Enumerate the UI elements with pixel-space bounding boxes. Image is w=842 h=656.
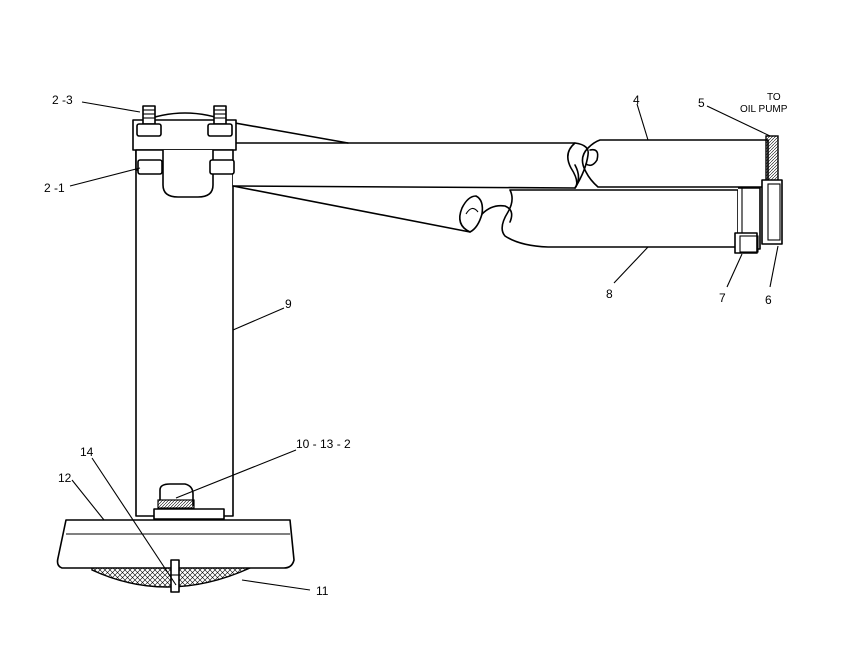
note-oil-pump: OIL PUMP [740,104,788,115]
callout-2-3: 2 -3 [52,93,73,107]
strainer-housing [56,508,295,593]
callout-6: 6 [765,293,772,307]
lower-tube [501,187,761,250]
callout-8: 8 [606,287,613,301]
leader-lines [69,101,779,591]
callout-12: 12 [58,471,72,485]
callout-2-1: 2 -1 [44,181,65,195]
callout-10-13-2: 10 - 13 - 2 [296,437,351,451]
vertical-tube [135,149,234,517]
bottom-bolt [157,483,195,509]
callout-9: 9 [285,297,292,311]
pump-end-fittings [734,135,783,254]
upper-tube [232,139,769,189]
note-to: TO [767,92,781,103]
callout-7: 7 [719,291,726,305]
top-clamp [132,105,237,198]
callout-labels: 2 -3 2 -1 4 5 6 7 8 9 10 - 13 - 2 11 12 … [44,92,788,598]
callout-14: 14 [80,445,94,459]
callout-5: 5 [698,96,705,110]
taper-lines [217,119,513,233]
callout-11: 11 [316,584,329,598]
callout-4: 4 [633,93,640,107]
